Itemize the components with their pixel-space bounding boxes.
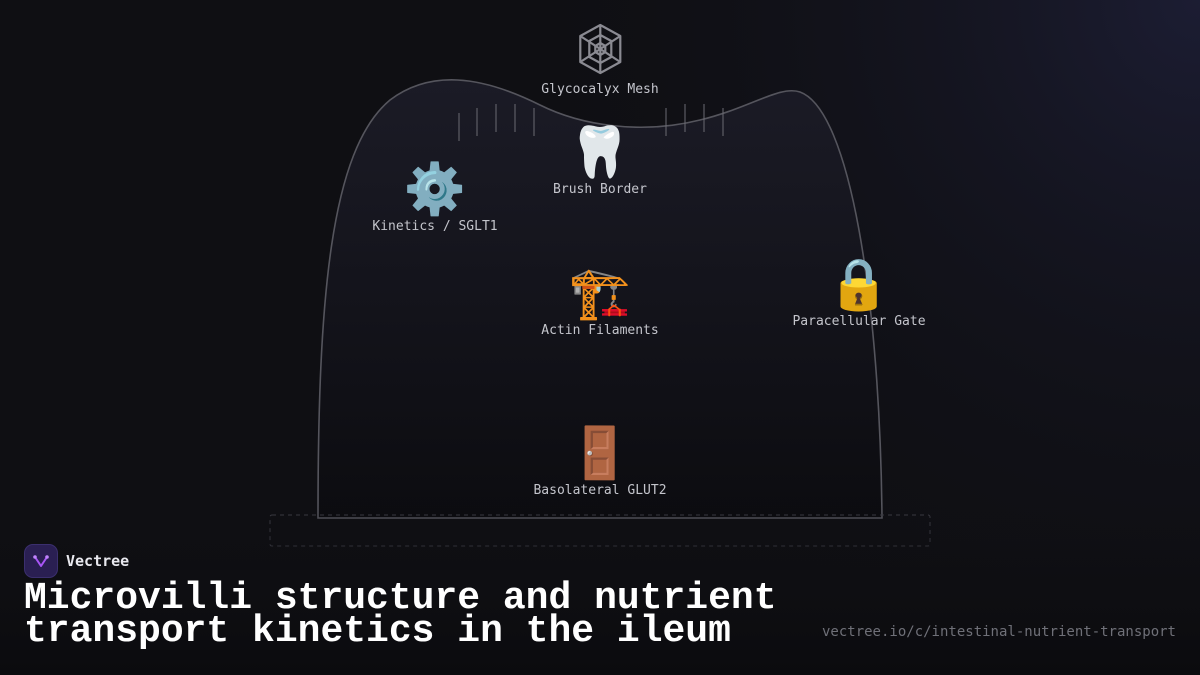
microvilli-ticks bbox=[458, 104, 724, 141]
page-title: Microvilli structure and nutrient transp… bbox=[24, 577, 777, 653]
brush-border-label: Brush Border bbox=[553, 182, 647, 197]
tooth-icon: 🦷 bbox=[568, 123, 632, 181]
construction-crane-icon: 🏗️ bbox=[568, 264, 632, 322]
brand-name: Vectree bbox=[66, 552, 130, 570]
gear-icon: ⚙️ bbox=[403, 160, 467, 218]
cell-outline bbox=[317, 79, 883, 519]
paracellular-label: Paracellular Gate bbox=[792, 314, 926, 329]
glycocalyx-label: Glycocalyx Mesh bbox=[541, 82, 659, 97]
spider-web-icon bbox=[578, 23, 622, 75]
node-actin-filaments: 🏗️ Actin Filaments bbox=[541, 265, 658, 338]
door-icon: 🚪 bbox=[568, 424, 632, 482]
node-basolateral-glut2: 🚪 Basolateral GLUT2 bbox=[533, 425, 666, 498]
basolateral-label: Basolateral GLUT2 bbox=[533, 483, 667, 498]
actin-label: Actin Filaments bbox=[541, 323, 659, 338]
node-kinetics-sglt1: ⚙️ Kinetics / SGLT1 bbox=[372, 161, 497, 234]
source-url[interactable]: vectree.io/c/intestinal-nutrient-transpo… bbox=[821, 624, 1176, 640]
node-paracellular-gate: 🔒 Paracellular Gate bbox=[792, 256, 925, 329]
node-brush-border: 🦷 Brush Border bbox=[553, 124, 647, 197]
brand[interactable]: Vectree bbox=[24, 544, 129, 578]
node-glycocalyx-mesh: Glycocalyx Mesh bbox=[541, 22, 659, 97]
vectree-logo-icon bbox=[24, 544, 58, 578]
lock-icon: 🔒 bbox=[827, 255, 891, 313]
kinetics-label: Kinetics / SGLT1 bbox=[372, 219, 498, 234]
